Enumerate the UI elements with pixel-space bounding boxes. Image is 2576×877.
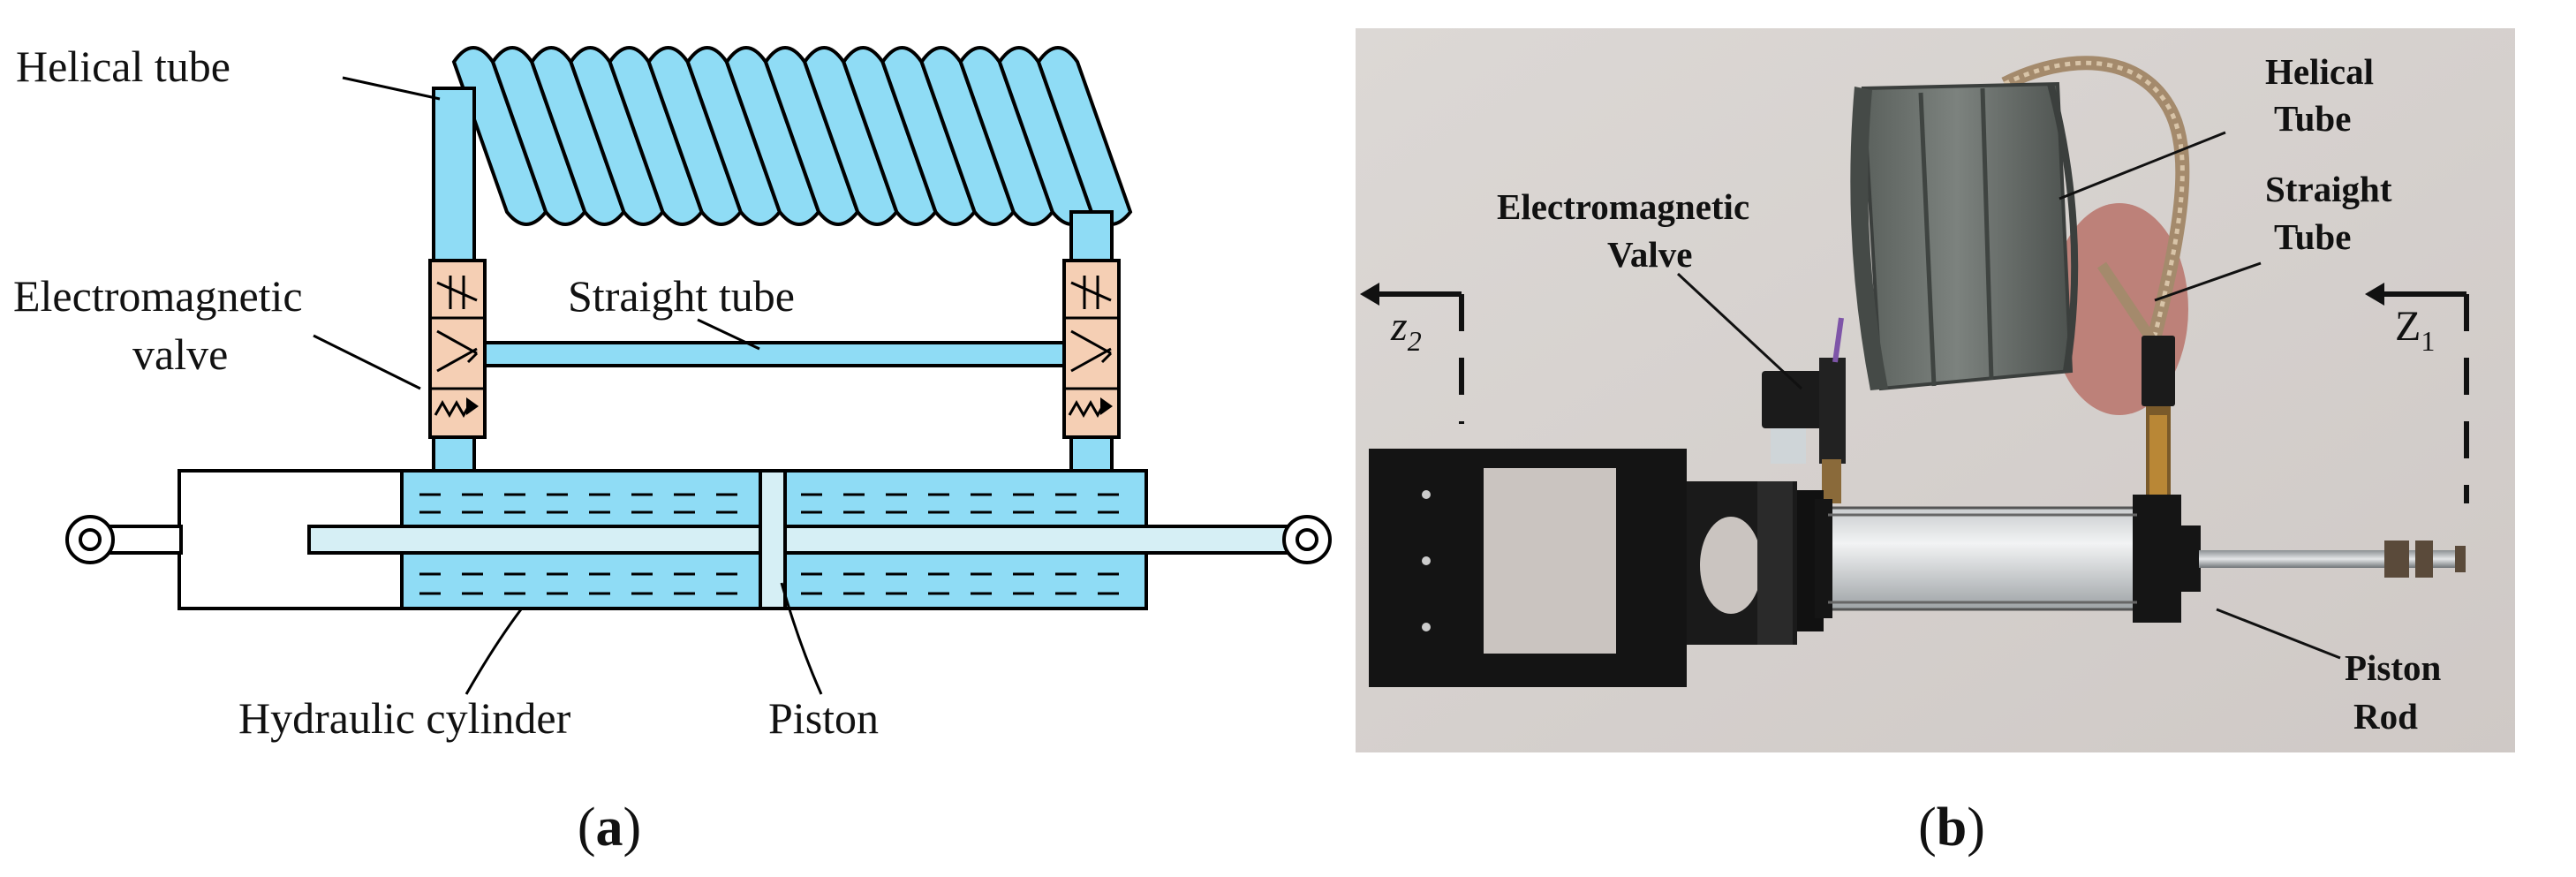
label-photo-piston-1: Piston	[2345, 647, 2442, 688]
leader-electromagnetic-valve	[313, 334, 421, 390]
label-photo-straight-1: Straight	[2265, 169, 2392, 209]
left-lower-tube	[432, 431, 476, 475]
piston	[759, 469, 787, 610]
black-bracket	[1369, 449, 1824, 687]
leader-photo-straight	[2154, 261, 2262, 302]
leader-photo-piston	[2216, 608, 2341, 660]
leader-helical-tube	[342, 76, 441, 101]
leader-straight-tube	[697, 318, 760, 351]
label-z2: z2	[1390, 303, 1422, 357]
leader-piston	[780, 582, 823, 695]
helical-drum	[1850, 81, 2079, 391]
leader-photo-helical	[2059, 131, 2226, 200]
label-photo-straight-2: Tube	[2274, 216, 2351, 257]
photo-valve-left	[1762, 317, 1846, 464]
photo-left-vertical	[1822, 459, 1841, 503]
label-hydraulic-cylinder: Hydraulic cylinder	[238, 693, 571, 743]
caption-b: (b)	[1918, 798, 1985, 858]
piston-rod	[307, 525, 1309, 555]
label-photo-helical-1: Helical	[2265, 51, 2374, 92]
photo-cylinder	[1815, 495, 2201, 623]
leader-hydraulic-cylinder	[465, 609, 523, 695]
label-photo-valve-1: Electromagnetic	[1497, 186, 1749, 227]
panel-b-photo: z2 Z1 Helical Tube Straight Tube Electro…	[1356, 28, 2515, 858]
label-photo-helical-2: Tube	[2274, 98, 2351, 139]
label-straight-tube: Straight tube	[568, 271, 795, 321]
section-marker-z2	[1360, 283, 1464, 424]
label-z1: Z1	[2395, 303, 2435, 357]
right-electromagnetic-valve	[1062, 259, 1121, 439]
label-helical-tube: Helical tube	[16, 42, 230, 91]
label-electromagnetic-line2: valve	[132, 329, 228, 379]
left-electromagnetic-valve	[428, 259, 487, 439]
label-photo-valve-2: Valve	[1607, 234, 1692, 275]
straight-tube	[475, 341, 1072, 367]
panel-a-schematic: Helical tube Electromagnetic valve Strai…	[13, 42, 1332, 858]
section-marker-z1	[2365, 283, 2469, 503]
leader-photo-valve	[1676, 272, 1803, 390]
left-rod-eye	[65, 515, 115, 564]
right-vertical-tube	[1069, 210, 1114, 267]
photo-piston-rod	[2199, 541, 2466, 578]
label-piston: Piston	[768, 693, 879, 743]
helical-tube-coils	[451, 46, 1133, 226]
label-electromagnetic-line1: Electromagnetic	[13, 271, 303, 321]
photo-valve-right	[2142, 336, 2175, 503]
left-vertical-tube	[432, 87, 476, 267]
label-photo-piston-2: Rod	[2353, 696, 2418, 737]
right-lower-tube	[1069, 431, 1114, 475]
caption-a: (a)	[578, 798, 641, 858]
right-rod-eye	[1282, 515, 1332, 564]
